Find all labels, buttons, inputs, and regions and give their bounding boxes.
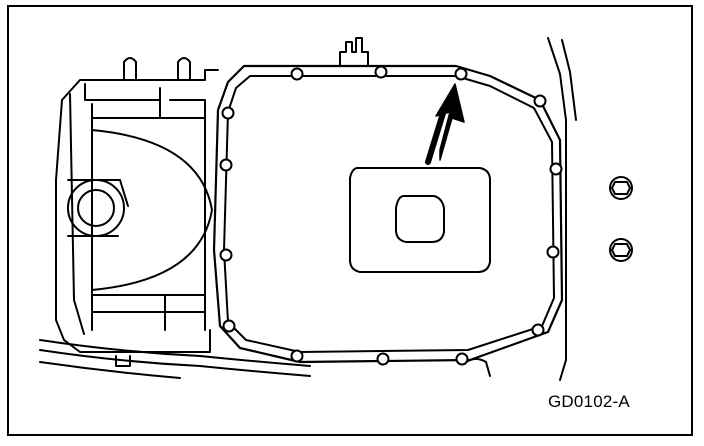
- pan-center-recess: [349, 167, 491, 273]
- bolt: [290, 349, 304, 363]
- engine-block-right-wall: [547, 37, 577, 381]
- bolt: [546, 245, 560, 259]
- hex-bolt-icon: [609, 238, 633, 262]
- oil-pan-flange: [212, 64, 564, 364]
- bolt: [531, 323, 545, 337]
- pan-bolts: [219, 65, 563, 366]
- bolt: [374, 65, 388, 79]
- bolt: [221, 106, 235, 120]
- lower-lines: [39, 339, 491, 379]
- crankshaft-bore: [67, 129, 213, 291]
- bolt: [376, 352, 390, 366]
- bolt: [455, 352, 469, 366]
- bellhousing-outline: [55, 69, 219, 353]
- top-studs: [123, 57, 191, 81]
- bolt: [222, 319, 236, 333]
- bolt: [290, 67, 304, 81]
- bolt: [219, 158, 233, 172]
- hex-bolt-icon: [609, 176, 633, 200]
- sensor-bracket: [339, 37, 369, 67]
- bolt: [219, 248, 233, 262]
- bolt-top-right-of-pan: [454, 67, 468, 81]
- loose-bolts: [609, 176, 633, 262]
- bolt: [549, 162, 563, 176]
- bolt: [533, 94, 547, 108]
- indicator-arrow: [425, 83, 465, 165]
- figure-id-label: GD0102-A: [548, 392, 630, 411]
